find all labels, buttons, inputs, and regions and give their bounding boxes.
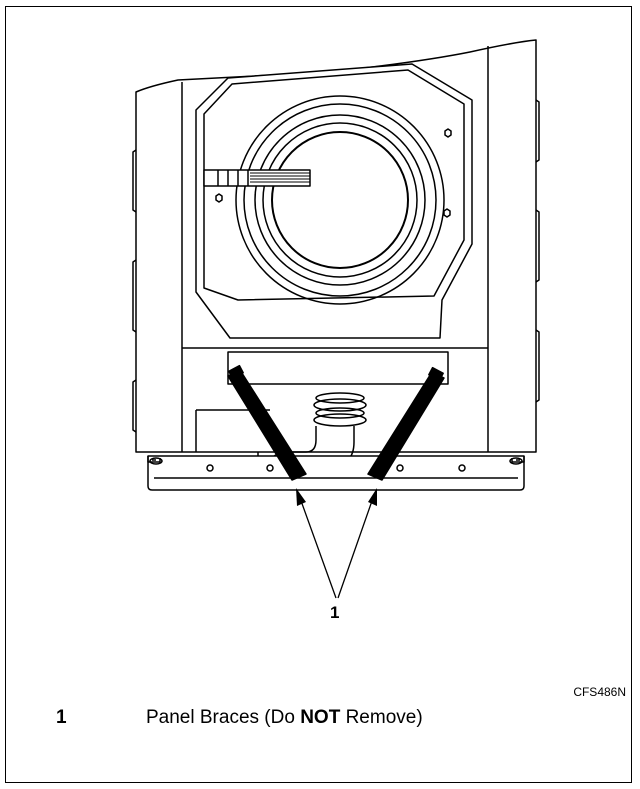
door-handle-stripes [250, 172, 310, 183]
door-glass [271, 131, 409, 269]
panel-brace-right-cap [428, 366, 444, 382]
door-handle-grip [217, 170, 249, 186]
legend-text-emphasis: NOT [300, 707, 341, 728]
door-ring-3 [254, 114, 426, 286]
base-foot-right [511, 456, 525, 463]
figure-code: CFS486N [573, 685, 626, 699]
legend-text-before: Panel Braces (Do [146, 707, 301, 728]
screw-left [215, 193, 223, 203]
figure-frame [5, 6, 632, 783]
callout-arrow-left [299, 497, 337, 599]
door-ring-4 [262, 122, 418, 278]
callout-label: 1 [330, 603, 340, 622]
base-hole-3 [396, 464, 404, 472]
door-handle [203, 169, 311, 187]
callout-arrowhead-left [296, 488, 306, 506]
panel-brace-left-cap [228, 364, 244, 380]
base-hole-1 [206, 464, 214, 472]
callout-arrow-right [337, 497, 374, 599]
screw-lower-right [443, 208, 451, 218]
callout-arrowhead-right [368, 488, 377, 506]
legend-item-number: 1 [56, 707, 67, 728]
base-rail [147, 455, 525, 491]
lower-opening [227, 351, 449, 385]
cabinet-left-edge-bumps [132, 149, 137, 433]
door-panel-outline [195, 63, 473, 339]
legend-item-text: Panel Braces (Do NOT Remove) [146, 707, 423, 729]
legend-text-after: Remove) [340, 707, 423, 728]
screw-upper-right [444, 128, 452, 138]
base-hole-4 [458, 464, 466, 472]
base-slot-right [509, 457, 523, 465]
base-foot-left [147, 456, 161, 463]
door-ring-outer [235, 95, 445, 305]
cabinet-right-edge-bumps [535, 99, 540, 403]
base-slot-left [149, 457, 163, 465]
base-hole-2 [266, 464, 274, 472]
door-ring-2 [243, 103, 437, 297]
